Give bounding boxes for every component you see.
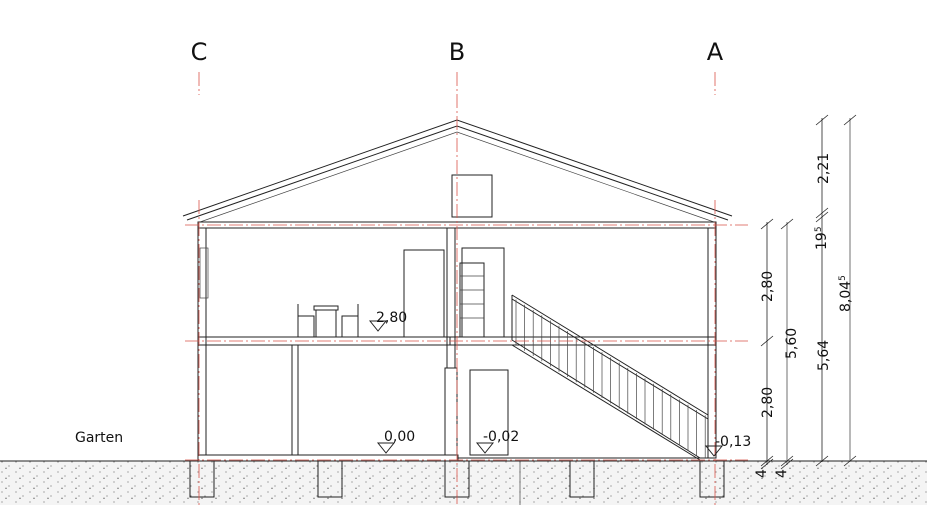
level-marker-exterior: -0,13 xyxy=(704,434,751,457)
axis-label-b: B xyxy=(449,38,465,66)
ground-soil-left xyxy=(0,461,520,505)
wall-right xyxy=(707,227,717,459)
dim-base-1: 4 xyxy=(754,469,770,478)
dimension-chain-3: 2,21 195 5,64 xyxy=(814,114,832,467)
wall-left xyxy=(197,227,207,456)
level-ground-text: 0,00 xyxy=(384,429,415,445)
footing xyxy=(569,460,595,498)
axis-label-c: C xyxy=(191,38,208,66)
table-and-chairs xyxy=(297,304,359,337)
grid-axes: C B A xyxy=(185,38,748,505)
dimension-chain-1: 2,80 2,80 4 xyxy=(754,218,776,478)
dimension-chain-2: 5,60 4 xyxy=(774,218,800,478)
level-stair-text: -0,02 xyxy=(483,429,519,445)
dim-eave: 195 xyxy=(814,226,830,250)
staircase xyxy=(511,294,709,461)
glass-block-wall xyxy=(446,227,456,369)
dim-ground-storey: 2,80 xyxy=(760,387,776,418)
axis-label-a: A xyxy=(707,38,724,66)
glass-column xyxy=(291,344,299,456)
inner-wall-b xyxy=(444,367,458,456)
footing xyxy=(699,460,725,498)
door-upper xyxy=(403,249,445,338)
dim-upper-storey: 2,80 xyxy=(760,271,776,302)
garden-label: Garten xyxy=(75,430,123,446)
level-marker-stair: -0,02 xyxy=(475,429,519,454)
dim-base-2: 4 xyxy=(774,469,790,478)
shelf xyxy=(459,262,485,338)
level-upper-text: 2,80 xyxy=(376,310,407,326)
dimension-chain-4: 8,045 xyxy=(838,114,857,467)
level-marker-ground: 0,00 xyxy=(376,429,415,454)
shelf-boards xyxy=(460,275,484,319)
roof xyxy=(182,119,733,223)
roof-vent xyxy=(451,174,493,218)
dim-two-storeys: 5,60 xyxy=(784,328,800,359)
dim-total-height: 8,045 xyxy=(838,275,854,312)
window-left xyxy=(199,247,209,299)
dim-walls: 5,64 xyxy=(816,340,832,371)
level-exterior-text: -0,13 xyxy=(715,434,751,450)
door-ground xyxy=(469,369,509,456)
door-upper-right xyxy=(461,247,505,338)
dim-roof-height: 2,21 xyxy=(816,153,832,184)
level-marker-upper: 2,80 xyxy=(368,310,407,332)
